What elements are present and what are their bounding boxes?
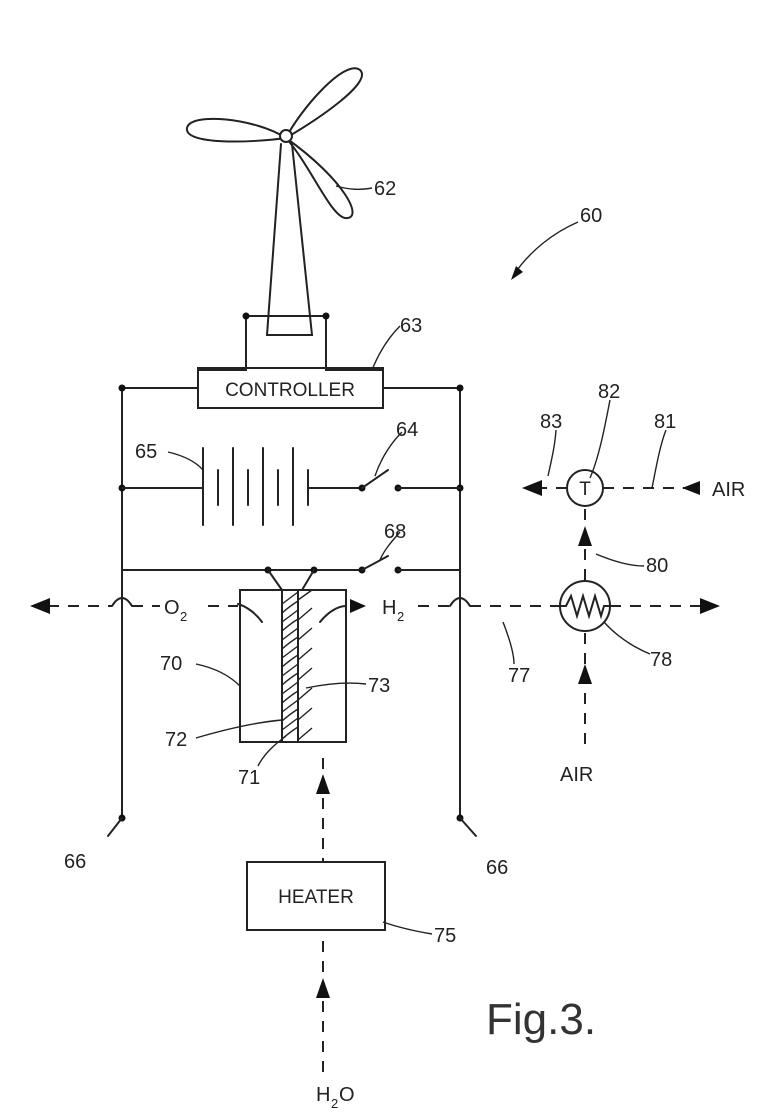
steam-arrow: [316, 774, 330, 794]
ref-65: 65: [135, 441, 157, 463]
controller: CONTROLLER: [198, 368, 383, 408]
water-label-tail: O: [339, 1084, 355, 1106]
cell-o2-flow-curve: [238, 604, 262, 622]
electrolysis-cell: [238, 590, 346, 742]
wind-turbine: [187, 68, 383, 370]
switch-68-blade: [362, 556, 388, 570]
water-label: H: [316, 1084, 330, 1106]
heater-label: HEATER: [278, 887, 354, 908]
battery: [203, 448, 308, 525]
turbine-blade-up: [286, 68, 362, 138]
ref-82: 82: [598, 381, 620, 403]
leader-65: [168, 452, 203, 470]
cell-lead-right: [302, 570, 314, 590]
ref-81: 81: [654, 411, 676, 433]
ref-70: 70: [160, 653, 182, 675]
ref-66-left: 66: [64, 851, 86, 873]
ref-64: 64: [396, 419, 418, 441]
turbine-node-left: [243, 313, 250, 320]
h2-outlet-arrow: [700, 598, 720, 614]
air-bottom-label: AIR: [560, 764, 593, 786]
ref-63: 63: [400, 315, 422, 337]
reference-numerals: 60 62 63 64 65 68 70 73 72 71 77 78 80 8…: [64, 178, 676, 947]
turbine-lead-left: [198, 316, 246, 370]
water-arrow: [316, 978, 330, 998]
leader-75: [383, 922, 432, 934]
leader-60-arrow: [511, 266, 523, 280]
leader-80: [596, 554, 644, 566]
h2-arrow: [350, 599, 366, 613]
node: [119, 385, 126, 392]
controller-label: CONTROLLER: [225, 380, 355, 401]
ref-68: 68: [384, 521, 406, 543]
o2-outlet-arrow: [30, 598, 50, 614]
turbine-blade-left: [187, 119, 286, 142]
air-bottom-arrow: [578, 664, 592, 684]
switch-64-blade: [362, 470, 388, 488]
node: [457, 385, 464, 392]
o2-label: O: [164, 597, 180, 619]
h2-label: H: [382, 597, 396, 619]
ref-73: 73: [368, 675, 390, 697]
leader-73: [306, 683, 366, 688]
air-lines: AIR T AIR: [522, 470, 745, 786]
air-top-arrow: [682, 481, 700, 495]
heater-branch: HEATER H 2 O: [247, 758, 385, 1111]
ref-83: 83: [540, 411, 562, 433]
ref-60: 60: [580, 205, 602, 227]
ref-66-right: 66: [486, 857, 508, 879]
cell-lead-left: [268, 570, 282, 590]
ref-71: 71: [238, 767, 260, 789]
leader-lines: [168, 186, 666, 934]
ref-75: 75: [434, 925, 456, 947]
leader-83: [548, 430, 556, 476]
turbine-node-right: [323, 313, 330, 320]
ref-78: 78: [650, 649, 672, 671]
exhaust-arrow: [522, 480, 542, 496]
ref-80: 80: [646, 555, 668, 577]
leader-77: [503, 622, 514, 664]
heat-exchanger-coil: [560, 596, 610, 616]
ref-72: 72: [165, 729, 187, 751]
turbine-t-label: T: [579, 479, 591, 500]
heat-exchanger: [560, 581, 610, 631]
figure-title: Fig.3.: [486, 995, 596, 1044]
leader-81: [652, 430, 666, 488]
ref-77: 77: [508, 665, 530, 687]
turbine-tower: [267, 144, 312, 335]
terminal-left-lead: [108, 818, 122, 836]
leader-82: [590, 400, 610, 478]
o2-subscript: 2: [180, 609, 187, 624]
h2-subscript: 2: [397, 609, 404, 624]
terminal-right-lead: [460, 818, 476, 836]
leader-78: [604, 622, 650, 654]
duct-80-arrow: [578, 526, 592, 546]
turbine-hub: [280, 130, 292, 142]
leader-70: [196, 664, 240, 686]
leader-60: [513, 222, 578, 276]
gas-lines: O 2 H 2: [30, 597, 720, 624]
leader-63: [372, 326, 400, 370]
air-top-label: AIR: [712, 479, 745, 501]
cell-h2-flow-curve: [320, 606, 346, 622]
turbine-lead-right: [326, 316, 383, 370]
water-subscript: 2: [331, 1096, 338, 1111]
ref-62: 62: [374, 178, 396, 200]
